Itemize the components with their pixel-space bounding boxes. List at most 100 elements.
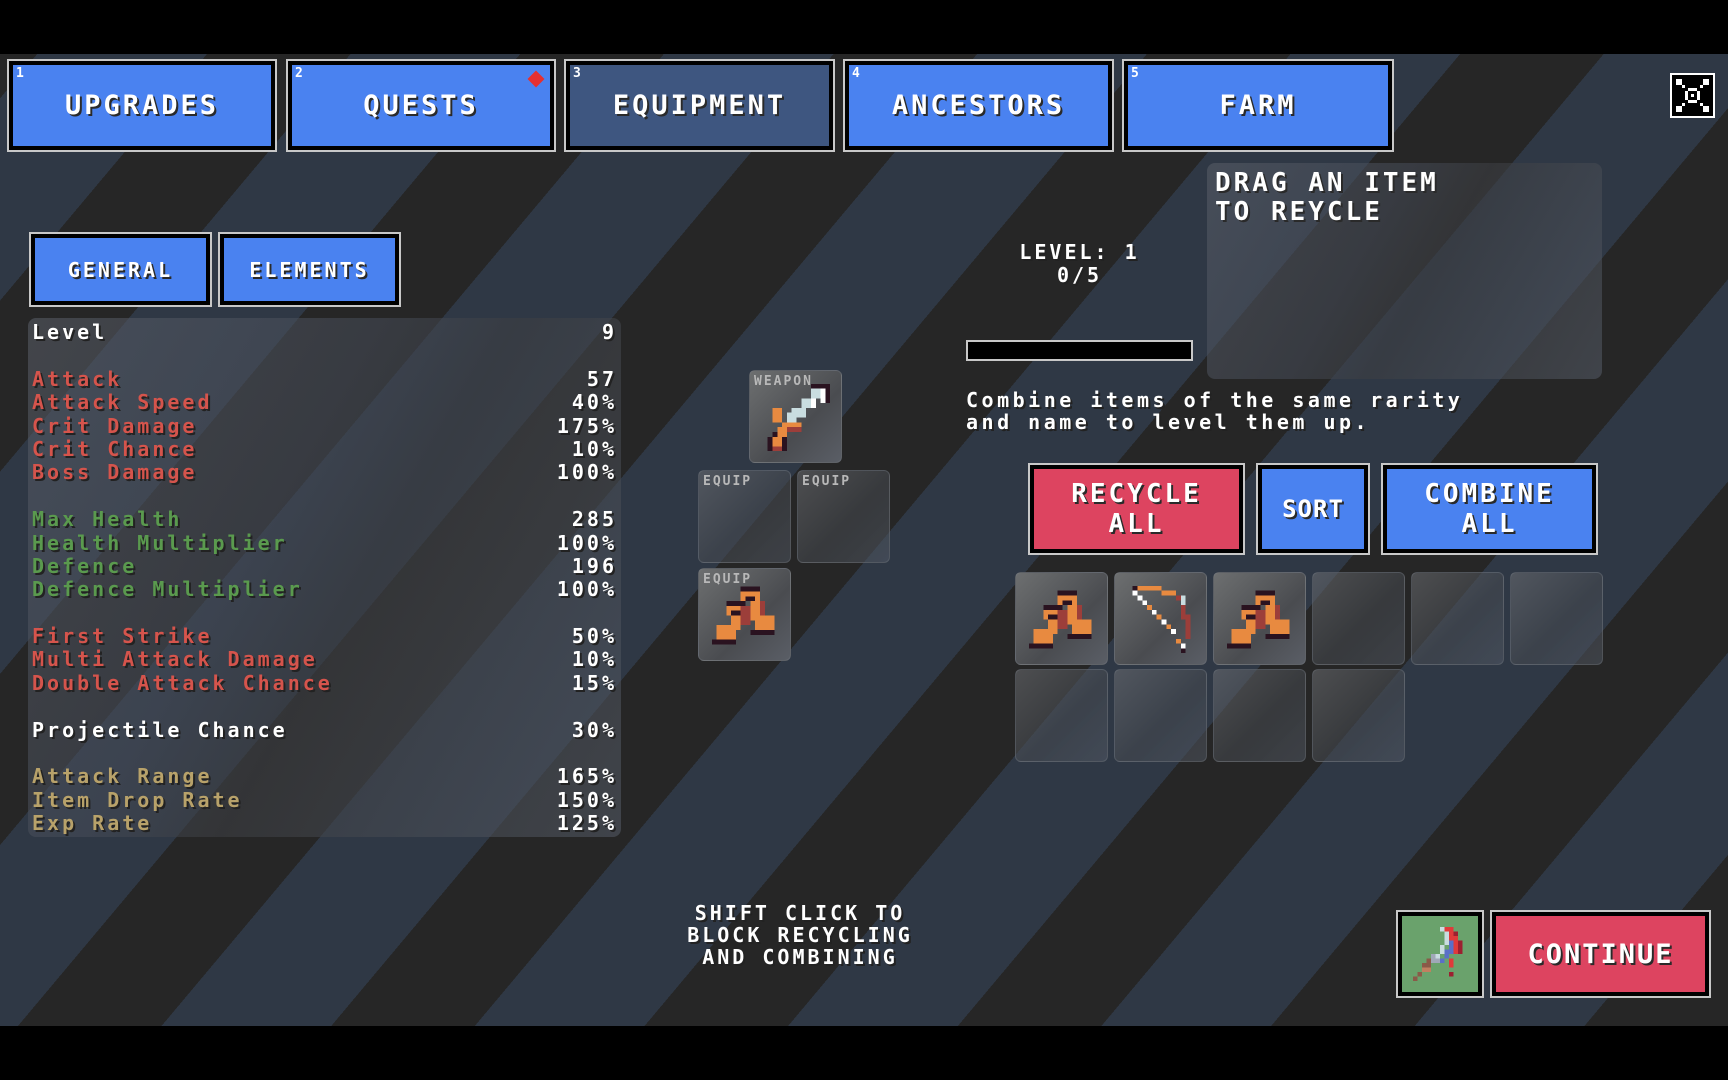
stat-label: Projectile Chance bbox=[32, 717, 288, 742]
stat-label: Level bbox=[32, 320, 108, 344]
hint-line: SHIFT CLICK TO bbox=[694, 901, 906, 925]
equip-slot-1[interactable]: EQUIP bbox=[698, 470, 791, 563]
stat-value: 57 bbox=[586, 366, 617, 391]
button-label: SORT bbox=[1282, 495, 1344, 523]
stat-row: Boss Damage 100% bbox=[28, 461, 621, 484]
fullscreen-button[interactable] bbox=[1670, 73, 1715, 118]
sort-button[interactable]: SORT bbox=[1256, 463, 1370, 555]
stat-value: 100% bbox=[556, 460, 617, 485]
recycler-progress-bar bbox=[966, 340, 1193, 361]
shift-click-hint: SHIFT CLICK TO BLOCK RECYCLING AND COMBI… bbox=[640, 902, 960, 968]
inventory-slot[interactable] bbox=[1411, 572, 1504, 665]
tab-label: EQUIPMENT bbox=[612, 90, 787, 121]
continue-button[interactable]: CONTINUE bbox=[1490, 910, 1711, 998]
stat-label: Item Drop Rate bbox=[32, 787, 243, 812]
stat-row: Attack Range 165% bbox=[28, 765, 621, 788]
subtab-general[interactable]: GENERAL bbox=[29, 232, 212, 307]
recycle-drop-zone[interactable]: DRAG AN ITEM TO REYCLE bbox=[1207, 163, 1602, 379]
inventory-slot[interactable] bbox=[1114, 669, 1207, 762]
weapon-swap-button[interactable] bbox=[1396, 910, 1484, 998]
stat-value: 10% bbox=[571, 647, 617, 672]
scythe-icon bbox=[1413, 927, 1463, 981]
hint-line: BLOCK RECYCLING bbox=[687, 923, 913, 947]
tab-hotkey: 5 bbox=[1131, 66, 1139, 81]
stat-label: Defence Multiplier bbox=[32, 577, 303, 602]
button-label: ALL bbox=[1108, 509, 1165, 539]
equip-slot-3[interactable]: EQUIP bbox=[698, 568, 791, 661]
stat-row: Crit Damage 175% bbox=[28, 413, 621, 438]
stat-label: Crit Damage bbox=[32, 413, 198, 438]
stat-value: 30% bbox=[571, 717, 617, 742]
stat-label: Defence bbox=[32, 553, 138, 578]
boots-icon bbox=[1226, 590, 1290, 649]
stat-value: 175% bbox=[556, 413, 617, 438]
stat-label: Double Attack Chance bbox=[32, 670, 333, 695]
inventory-slot[interactable] bbox=[1510, 572, 1603, 665]
inventory-slot[interactable] bbox=[1312, 572, 1405, 665]
stat-value: 196 bbox=[571, 553, 617, 578]
stat-row: Attack 57 bbox=[28, 366, 621, 391]
slot-label: EQUIP bbox=[802, 474, 852, 489]
recycler-level: LEVEL: 1 bbox=[1019, 240, 1140, 264]
drop-zone-text: TO REYCLE bbox=[1215, 197, 1383, 227]
stat-row: Defence 196 bbox=[28, 553, 621, 578]
subtab-elements[interactable]: ELEMENTS bbox=[218, 232, 401, 307]
inventory-slot[interactable] bbox=[1312, 669, 1405, 762]
stat-row: Multi Attack Damage 10% bbox=[28, 648, 621, 671]
stat-value: 150% bbox=[556, 787, 617, 812]
bow-icon bbox=[1132, 585, 1191, 654]
inventory-slot[interactable] bbox=[1015, 669, 1108, 762]
stat-label: Max Health bbox=[32, 507, 183, 532]
stat-value: 40% bbox=[571, 390, 617, 415]
stat-label: First Strike bbox=[32, 624, 213, 649]
tab-label: FARM bbox=[1219, 90, 1297, 121]
stat-label: Attack bbox=[32, 366, 123, 391]
stat-value: 285 bbox=[571, 507, 617, 532]
button-label: COMBINE bbox=[1424, 479, 1555, 509]
hint-line: and name to level them up. bbox=[966, 410, 1371, 434]
inventory-slot[interactable] bbox=[1213, 669, 1306, 762]
stat-label: Boss Damage bbox=[32, 460, 198, 485]
slot-label: WEAPON bbox=[754, 374, 813, 389]
stat-label: Attack Range bbox=[32, 764, 213, 789]
tab-label: UPGRADES bbox=[64, 90, 220, 121]
boots-icon bbox=[1028, 590, 1092, 649]
subtab-label: ELEMENTS bbox=[249, 257, 370, 282]
subtab-label: GENERAL bbox=[67, 257, 174, 282]
tab-hotkey: 3 bbox=[573, 66, 581, 81]
expand-arrows-icon bbox=[1676, 79, 1709, 112]
stat-value: 50% bbox=[571, 624, 617, 649]
tab-hotkey: 2 bbox=[295, 66, 303, 81]
stat-row: Item Drop Rate 150% bbox=[28, 787, 621, 812]
tab-hotkey: 1 bbox=[16, 66, 24, 81]
inventory-slot[interactable] bbox=[1114, 572, 1207, 665]
inventory-slot[interactable] bbox=[1015, 572, 1108, 665]
button-label: CONTINUE bbox=[1527, 938, 1674, 970]
stat-value: 15% bbox=[571, 670, 617, 695]
stat-row: Defence Multiplier 100% bbox=[28, 578, 621, 601]
stat-value: 165% bbox=[556, 764, 617, 789]
equip-slot-2[interactable]: EQUIP bbox=[797, 470, 890, 563]
inventory-slot[interactable] bbox=[1213, 572, 1306, 665]
weapon-slot[interactable]: WEAPON bbox=[749, 370, 842, 463]
recycler-progress-text: 0/5 bbox=[1056, 263, 1103, 287]
stat-row: First Strike 50% bbox=[28, 624, 621, 649]
sword-icon bbox=[767, 383, 831, 452]
stat-value: 100% bbox=[556, 577, 617, 602]
stat-label: Multi Attack Damage bbox=[32, 647, 318, 672]
tab-hotkey: 4 bbox=[852, 66, 860, 81]
hint-line: Combine items of the same rarity bbox=[966, 388, 1464, 412]
stat-row: Max Health 285 bbox=[28, 507, 621, 532]
